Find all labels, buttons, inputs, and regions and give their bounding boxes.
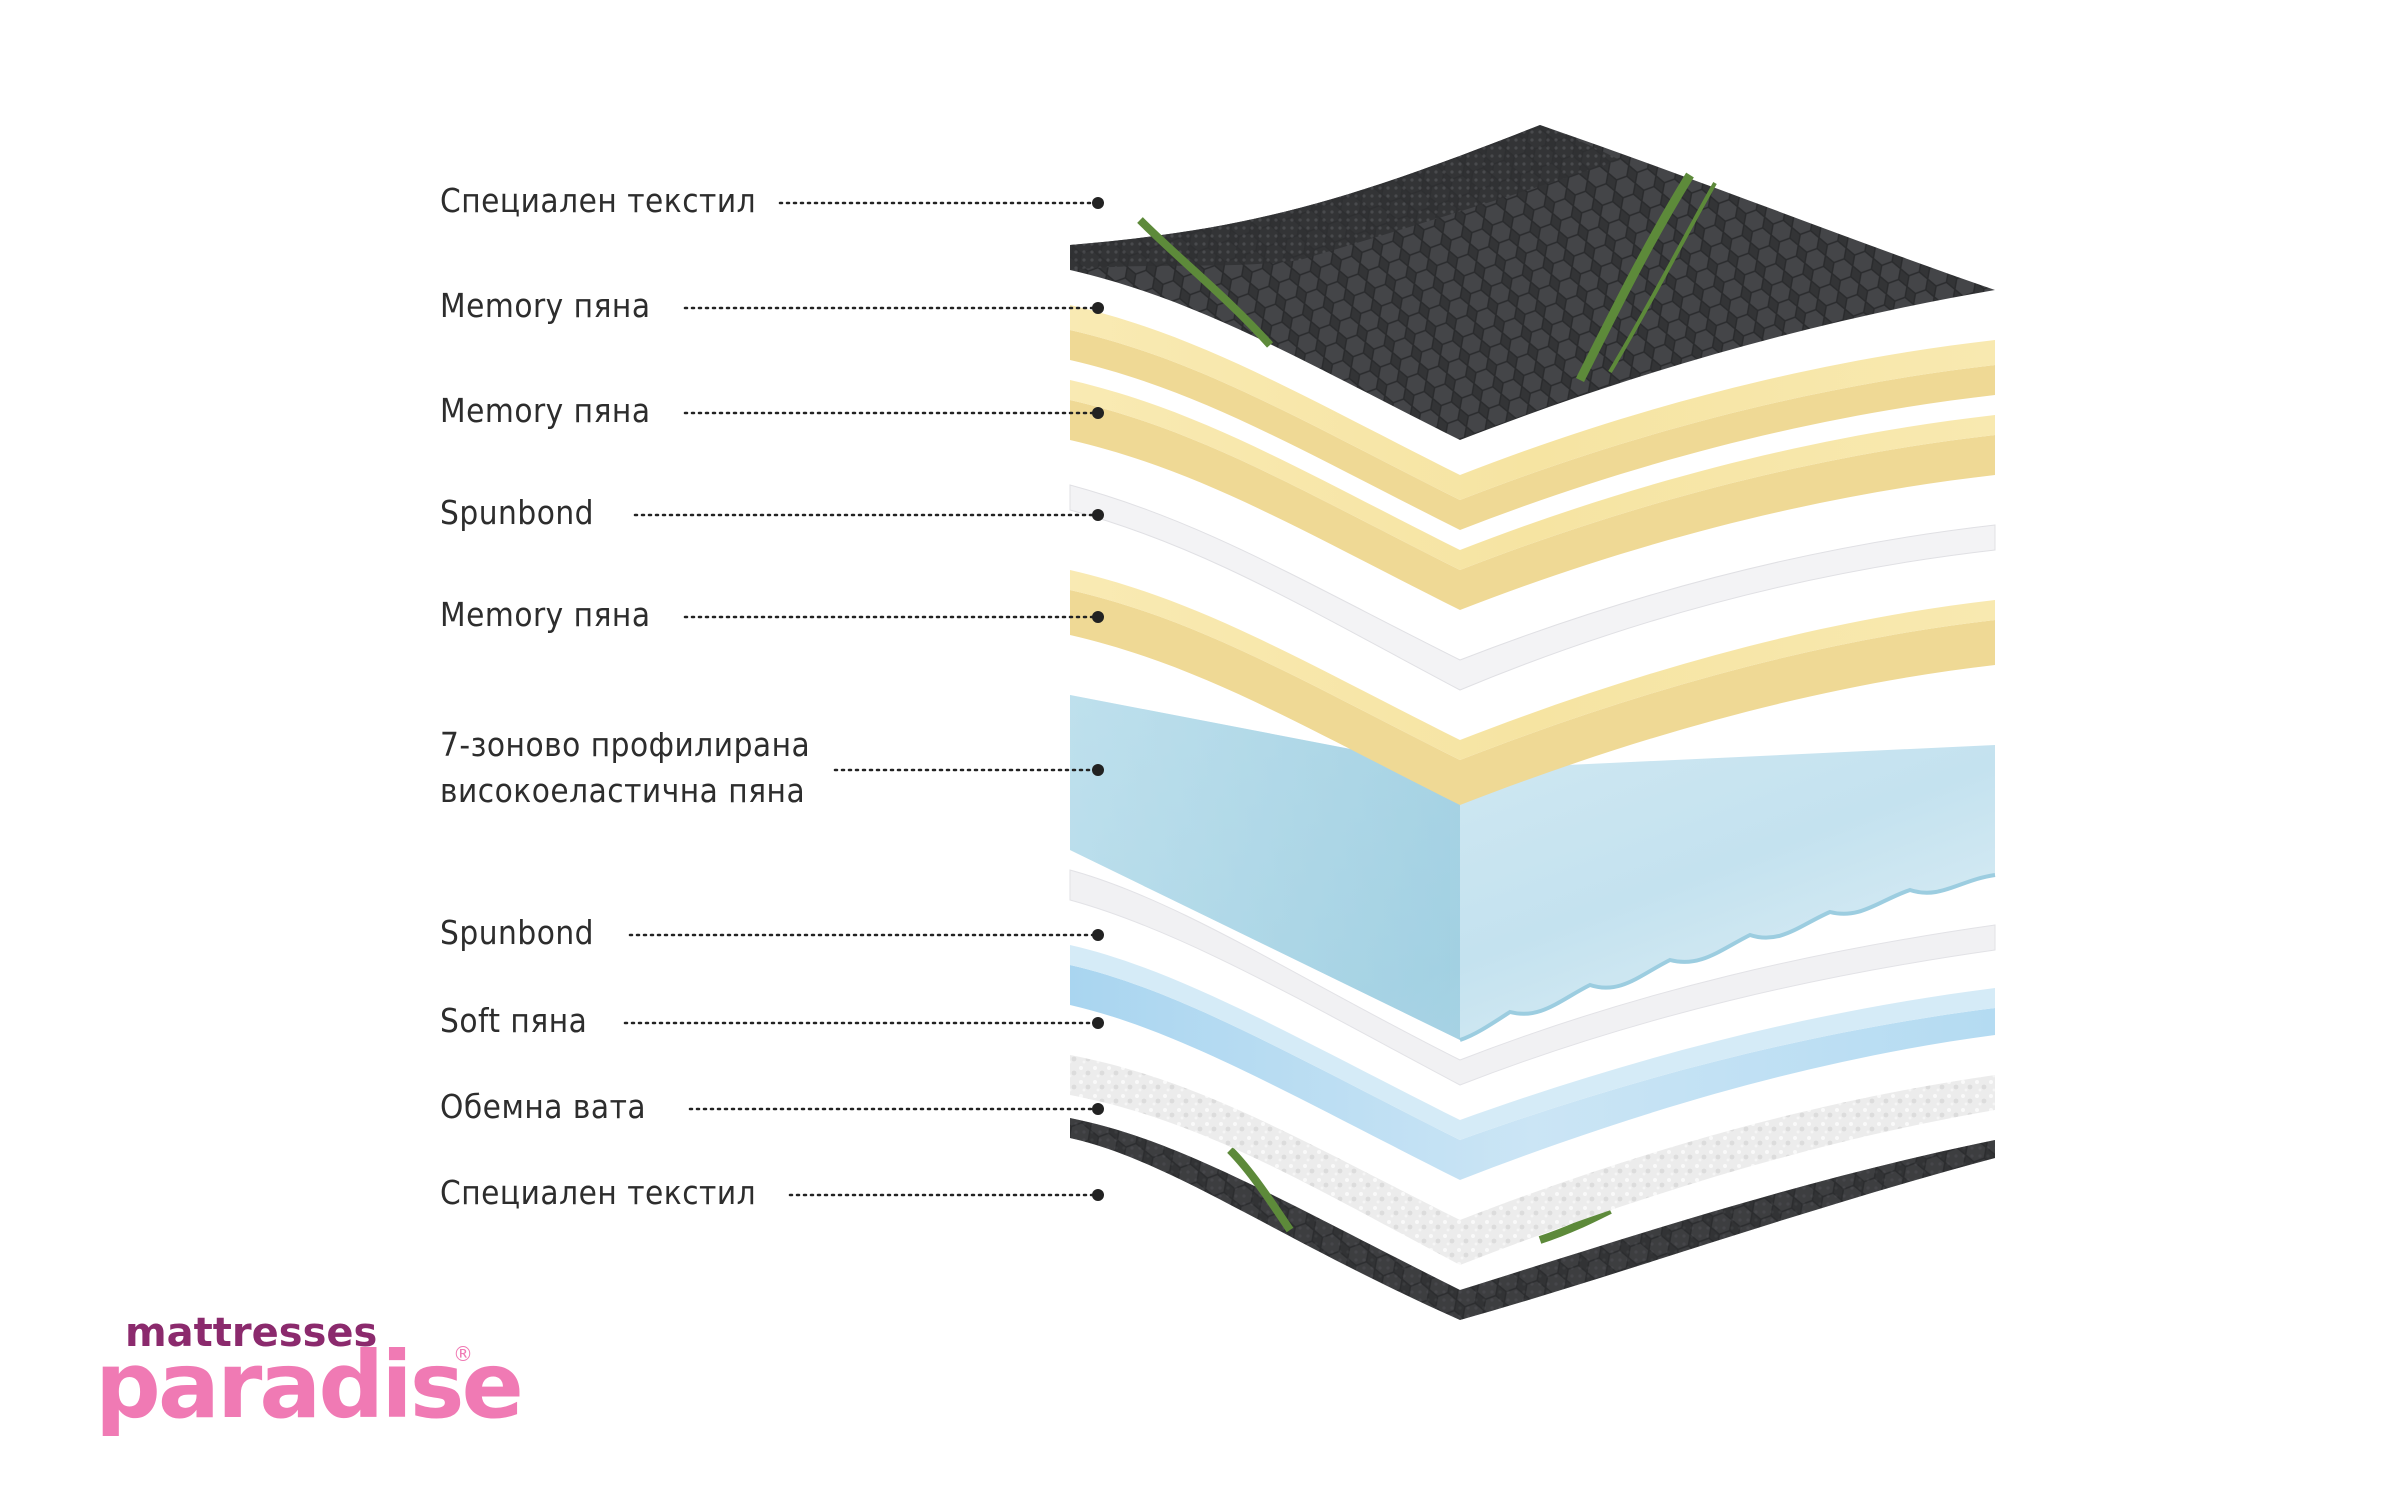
layer-label-1: Специален текстил xyxy=(440,178,756,224)
leader-dot xyxy=(1092,929,1104,941)
leader-dot xyxy=(1092,611,1104,623)
layer-spunbond-top xyxy=(1069,484,1996,691)
logo-wordmark-main: paradise xyxy=(95,1332,524,1439)
layer-label-text: Spunbond xyxy=(440,493,595,532)
layer-label-3: Memory пяна xyxy=(440,388,651,434)
logo-wordmark-top: mattresses xyxy=(125,1310,378,1356)
layer-label-text: Обемна вата xyxy=(440,1087,647,1126)
layer-label-text: Memory пяна xyxy=(440,286,651,325)
leader-dot xyxy=(1092,407,1104,419)
layer-label-text: Soft пяна xyxy=(440,1001,588,1040)
layer-label-4: Spunbond xyxy=(440,490,594,536)
layer-textile-top xyxy=(1070,125,1995,440)
layer-label-text: високоеластична пяна xyxy=(440,771,806,810)
layer-label-text: Memory пяна xyxy=(440,391,651,430)
registered-mark: ® xyxy=(453,1342,473,1366)
layer-label-6: 7-зоново профилирана високоеластична пяна xyxy=(440,722,810,814)
leader-dot xyxy=(1092,1103,1104,1115)
brand-logo: mattresses paradise ® xyxy=(95,1310,524,1460)
layer-textile-bottom xyxy=(1070,1118,1995,1320)
layer-profiled-foam xyxy=(1070,695,1996,1042)
layer-memory-foam-3 xyxy=(1070,570,1995,805)
leader-dot xyxy=(1092,764,1104,776)
layer-label-text: Специален текстил xyxy=(440,1173,757,1212)
leader-dot xyxy=(1092,302,1104,314)
layer-spunbond-bottom xyxy=(1069,869,1996,1086)
layer-label-text: Memory пяна xyxy=(440,595,651,634)
layer-label-9: Обемна вата xyxy=(440,1084,646,1130)
layer-label-10: Специален текстил xyxy=(440,1170,756,1216)
leader-dot xyxy=(1092,509,1104,521)
layer-label-7: Spunbond xyxy=(440,910,594,956)
leader-lines xyxy=(623,197,1104,1201)
layer-memory-foam-1 xyxy=(1070,305,1995,530)
layer-label-5: Memory пяна xyxy=(440,592,651,638)
layer-wadding xyxy=(1070,1055,1995,1265)
layer-label-text: Spunbond xyxy=(440,913,595,952)
layer-label-8: Soft пяна xyxy=(440,998,587,1044)
leader-dot xyxy=(1092,1189,1104,1201)
layer-label-text: 7-зоново профилирана xyxy=(440,725,811,764)
layer-label-2: Memory пяна xyxy=(440,283,651,329)
leader-dot xyxy=(1092,1017,1104,1029)
layer-soft-foam xyxy=(1070,945,1995,1180)
layer-label-text: Специален текстил xyxy=(440,181,757,220)
layer-memory-foam-2 xyxy=(1070,380,1995,610)
leader-dot xyxy=(1092,197,1104,209)
